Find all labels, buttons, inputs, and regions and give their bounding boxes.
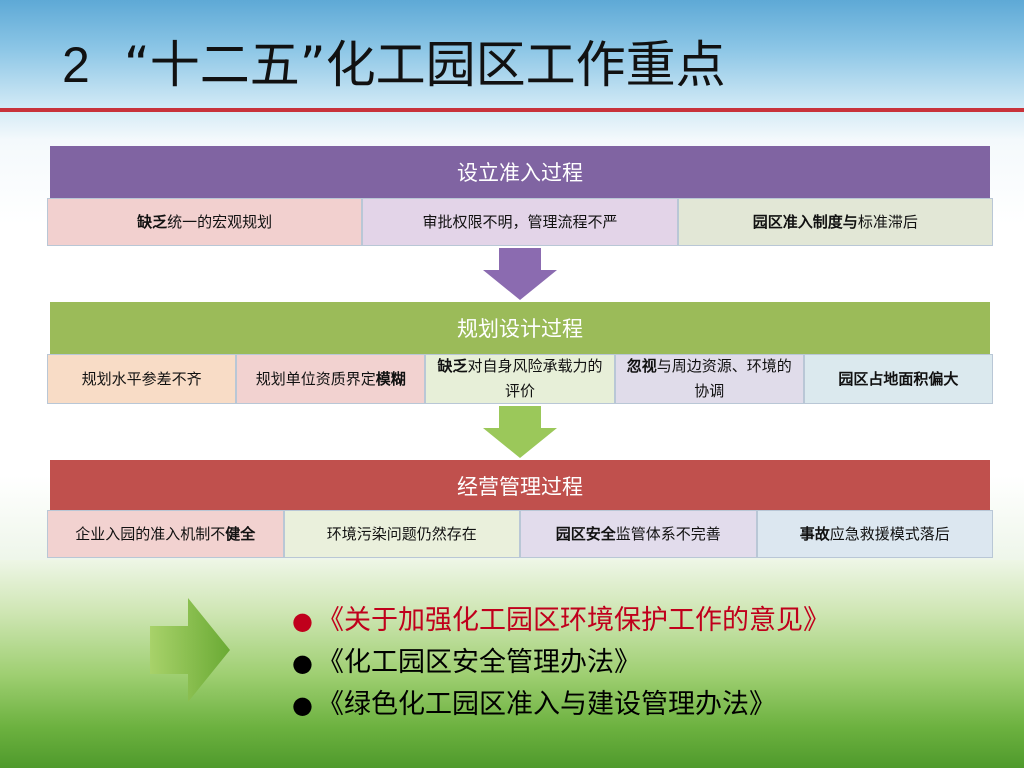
issue-text-part: 规划单位资质界定 bbox=[255, 369, 376, 388]
title-underline bbox=[0, 108, 1024, 112]
issue-text-part: 事故 bbox=[799, 524, 830, 543]
issue-text-part: 标准滞后 bbox=[857, 212, 918, 231]
stage-header-planning: 规划设计过程 bbox=[50, 302, 990, 354]
issue-text-part: 规划水平参差不齐 bbox=[81, 369, 202, 388]
issue-text-part: 园区占地面积偏大 bbox=[838, 369, 959, 388]
issue-text-part: 缺乏 bbox=[137, 212, 168, 231]
issue-text-part: 统一的宏观规划 bbox=[167, 212, 273, 231]
issue-cell: 缺乏统一的宏观规划 bbox=[47, 198, 363, 246]
title-number: 2 bbox=[62, 37, 90, 93]
issue-text: 忽视与周边资源、环境的协调 bbox=[622, 354, 797, 404]
policy-title: 《化工园区安全管理办法》 bbox=[316, 647, 641, 678]
issue-cell: 园区准入制度与标准滞后 bbox=[677, 198, 993, 246]
issue-text: 缺乏对自身风险承载力的评价 bbox=[432, 354, 607, 404]
issue-text: 环境污染问题仍然存在 bbox=[327, 522, 477, 547]
right-arrow-icon bbox=[150, 598, 230, 702]
issue-text-part: 环境污染问题仍然存在 bbox=[326, 524, 477, 543]
issue-text: 规划单位资质界定模糊 bbox=[256, 367, 406, 392]
policy-title: 《关于加强化工园区环境保护工作的意见》 bbox=[316, 605, 830, 636]
issue-text-part: 应急救援模式落后 bbox=[829, 524, 950, 543]
issue-text: 园区安全监管体系不完善 bbox=[556, 522, 721, 547]
bullet-dot-icon: ● bbox=[292, 649, 313, 677]
issue-text-part: 监管体系不完善 bbox=[615, 524, 721, 543]
issue-cell: 审批权限不明，管理流程不严 bbox=[362, 198, 678, 246]
issue-text: 事故应急救援模式落后 bbox=[800, 522, 950, 547]
issue-text: 园区准入制度与标准滞后 bbox=[753, 210, 918, 235]
sky-background bbox=[0, 0, 1024, 140]
policy-item: ●《关于加强化工园区环境保护工作的意见》 bbox=[292, 600, 830, 642]
issue-cell: 企业入园的准入机制不健全 bbox=[47, 510, 284, 558]
issue-cell: 规划水平参差不齐 bbox=[47, 354, 237, 404]
stage-header-label: 设立准入过程 bbox=[457, 161, 583, 185]
issue-text-part: 园区准入制度与 bbox=[752, 212, 858, 231]
issue-text-part: 企业入园的准入机制不 bbox=[75, 524, 226, 543]
stage-header-approval: 设立准入过程 bbox=[50, 146, 990, 198]
issue-cell: 园区安全监管体系不完善 bbox=[520, 510, 757, 558]
issue-cell: 环境污染问题仍然存在 bbox=[283, 510, 520, 558]
issue-text: 审批权限不明，管理流程不严 bbox=[422, 210, 617, 235]
issue-text: 规划水平参差不齐 bbox=[82, 367, 202, 392]
stage-row-planning: 规划水平参差不齐规划单位资质界定模糊缺乏对自身风险承载力的评价忽视与周边资源、环… bbox=[47, 354, 994, 404]
issue-text: 企业入园的准入机制不健全 bbox=[75, 522, 255, 547]
stage-row-approval: 缺乏统一的宏观规划 审批权限不明，管理流程不严 园区准入制度与标准滞后 bbox=[47, 198, 993, 246]
issue-text: 缺乏统一的宏观规划 bbox=[137, 210, 272, 235]
policy-title: 《绿色化工园区准入与建设管理办法》 bbox=[316, 689, 776, 720]
policy-list: ●《关于加强化工园区环境保护工作的意见》●《化工园区安全管理办法》●《绿色化工园… bbox=[292, 600, 830, 726]
issue-text-part: 对自身风险承载力的评价 bbox=[467, 357, 603, 400]
issue-text-part: 健全 bbox=[225, 524, 256, 543]
issue-cell: 园区占地面积偏大 bbox=[803, 354, 994, 404]
issue-text-part: 缺乏 bbox=[437, 357, 468, 375]
bullet-dot-icon: ● bbox=[292, 691, 313, 719]
issue-text-part: 审批权限不明，管理流程不严 bbox=[422, 212, 618, 231]
issue-text-part: 忽视 bbox=[626, 357, 657, 375]
issue-text-part: 模糊 bbox=[375, 369, 406, 388]
stage-header-operation: 经营管理过程 bbox=[50, 460, 990, 512]
policy-item: ●《绿色化工园区准入与建设管理办法》 bbox=[292, 684, 830, 726]
down-arrow-icon bbox=[483, 248, 557, 300]
stage-header-label: 规划设计过程 bbox=[457, 317, 583, 341]
issue-cell: 忽视与周边资源、环境的协调 bbox=[614, 354, 804, 404]
policy-item: ●《化工园区安全管理办法》 bbox=[292, 642, 830, 684]
bullet-dot-icon: ● bbox=[292, 607, 313, 635]
issue-text-part: 与周边资源、环境的协调 bbox=[656, 357, 792, 400]
issue-cell: 事故应急救援模式落后 bbox=[756, 510, 993, 558]
slide-title: 2 “十二五”化工园区工作重点 bbox=[62, 30, 726, 100]
issue-cell: 缺乏对自身风险承载力的评价 bbox=[425, 354, 615, 404]
stage-row-operation: 企业入园的准入机制不健全 环境污染问题仍然存在 园区安全监管体系不完善 事故应急救援模… bbox=[47, 510, 993, 558]
down-arrow-icon bbox=[483, 406, 557, 458]
issue-cell: 规划单位资质界定模糊 bbox=[236, 354, 426, 404]
issue-text: 园区占地面积偏大 bbox=[838, 367, 958, 392]
title-text: “十二五”化工园区工作重点 bbox=[123, 36, 726, 94]
stage-header-label: 经营管理过程 bbox=[457, 475, 583, 499]
issue-text-part: 园区安全 bbox=[555, 524, 616, 543]
